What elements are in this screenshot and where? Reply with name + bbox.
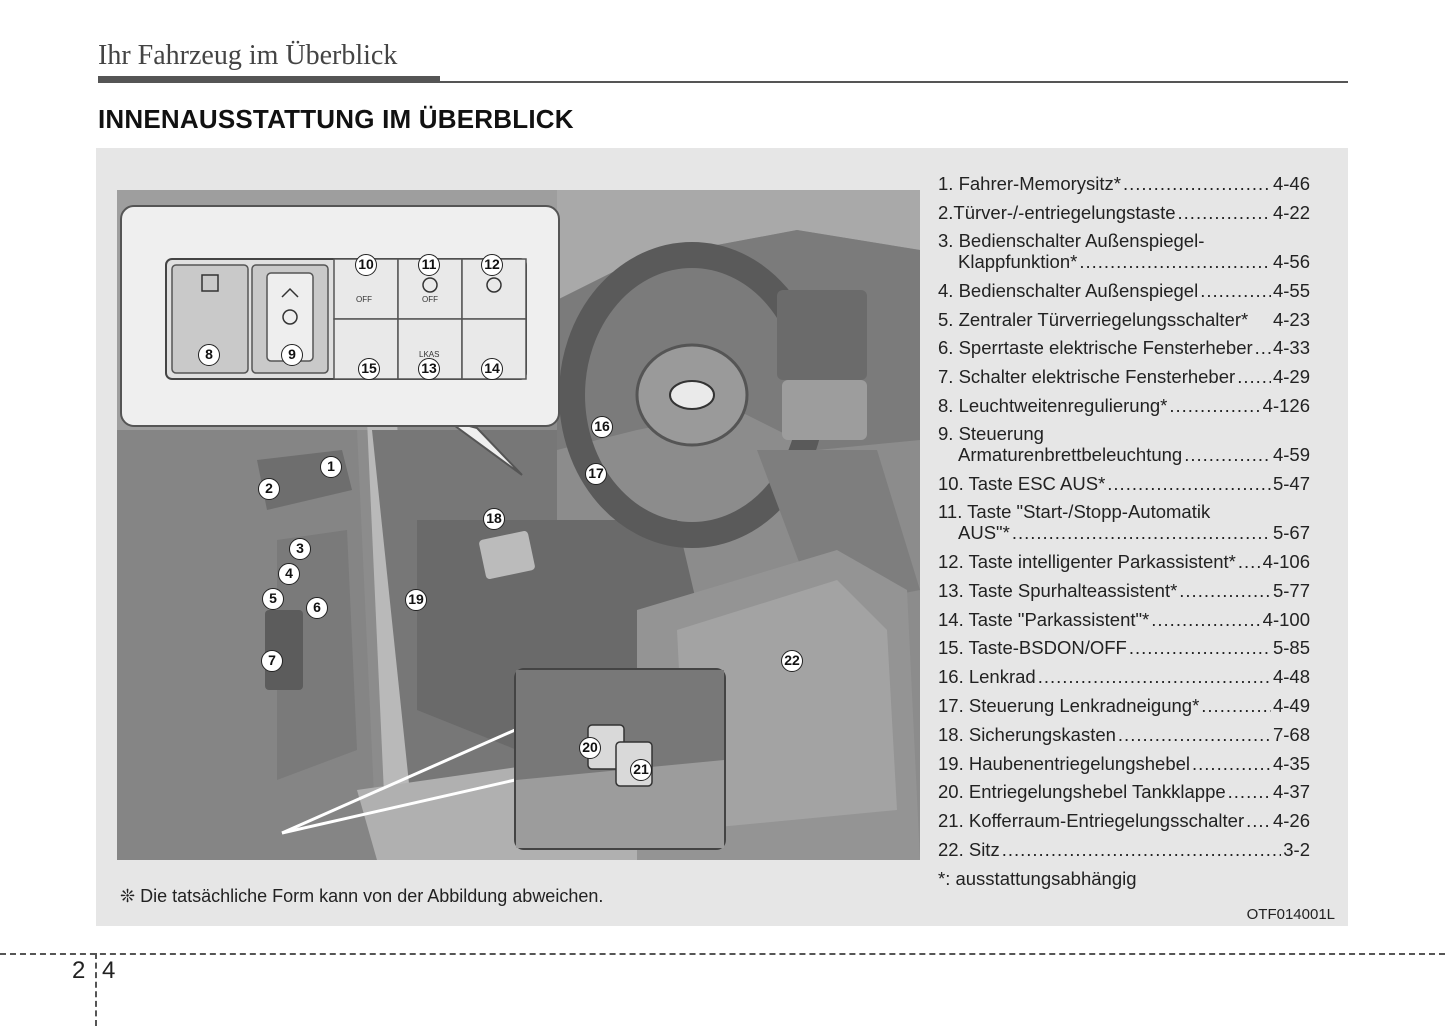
illustration-note: ❊ Die tatsächliche Form kann von der Abb… (120, 886, 604, 906)
header-title: Ihr Fahrzeug im Überblick (98, 40, 398, 71)
figure-code: OTF014001L (1246, 906, 1335, 923)
switch-panel-drawing (165, 258, 527, 380)
marker-4: 4 (278, 563, 300, 585)
list-item: 18. Sicherungskasten7-68 (938, 721, 1310, 750)
marker-13: 13 (418, 358, 440, 380)
list-item: 2.Türver-/-entriegelungstaste4-22 (938, 199, 1310, 228)
marker-8: 8 (198, 344, 220, 366)
marker-3: 3 (289, 538, 311, 560)
release-levers-drawing (516, 670, 724, 848)
list-item: 7. Schalter elektrische Fensterheber4-29 (938, 363, 1310, 392)
list-item: 1. Fahrer-Memorysitz*4-46 (938, 170, 1310, 199)
list-item-continued: Armaturenbrettbeleuchtung4-59 (938, 444, 1310, 466)
page-number: 4 (102, 957, 116, 984)
list-item: 21. Kofferraum-Entriegelungsschalter4-26 (938, 807, 1310, 836)
list-item: 9. Steuerung (938, 422, 1044, 444)
list-item: 8. Leuchtweitenregulierung*4-126 (938, 392, 1310, 421)
list-item: 3. Bedienschalter Außenspiegel- (938, 229, 1205, 251)
header-accent-bar (98, 76, 440, 83)
list-item: 4. Bedienschalter Außenspiegel4-55 (938, 277, 1310, 306)
marker-10: 10 (355, 254, 377, 276)
fuel-trunk-release-callout (514, 668, 726, 850)
footnote: *: ausstattungsabhängig (938, 867, 1137, 889)
marker-16: 16 (591, 416, 613, 438)
marker-21: 21 (630, 759, 652, 781)
lkas-label: LKAS (419, 350, 440, 359)
marker-19: 19 (405, 589, 427, 611)
list-item: 22. Sitz3-2 (938, 836, 1310, 865)
marker-6: 6 (306, 597, 328, 619)
list-item: 17. Steuerung Lenkradneigung*4-49 (938, 692, 1310, 721)
section-title: INNENAUSSTATTUNG IM ÜBERBLICK (98, 104, 574, 134)
list-item-continued: AUS"*5-67 (938, 522, 1310, 544)
list-item-continued: Klappfunktion*4-56 (938, 251, 1310, 273)
marker-18: 18 (483, 508, 505, 530)
list-item: 16. Lenkrad4-48 (938, 663, 1310, 692)
marker-22: 22 (781, 650, 803, 672)
esc-off-label: OFF (356, 295, 372, 304)
marker-1: 1 (320, 456, 342, 478)
list-item: 19. Haubenentriegelungshebel4-35 (938, 750, 1310, 779)
component-list: 1. Fahrer-Memorysitz*4-46 2.Türver-/-ent… (938, 170, 1310, 894)
list-item: 15. Taste-BSDON/OFF5-85 (938, 634, 1310, 663)
list-item: 11. Taste "Start-/Stopp-Automatik (938, 500, 1211, 522)
list-item: 6. Sperrtaste elektrische Fensterheber4-… (938, 334, 1310, 363)
footer-rule (0, 953, 1445, 955)
list-item: 12. Taste intelligenter Parkassistent*4-… (938, 548, 1310, 577)
isg-off-label: OFF (422, 295, 438, 304)
marker-9: 9 (281, 344, 303, 366)
list-item: 20. Entriegelungshebel Tankklappe4-37 (938, 778, 1310, 807)
marker-11: 11 (418, 254, 440, 276)
list-item: 5. Zentraler Türverriegelungsschalter*4-… (938, 308, 1310, 330)
marker-15: 15 (358, 358, 380, 380)
marker-17: 17 (585, 463, 607, 485)
marker-12: 12 (481, 254, 503, 276)
marker-20: 20 (579, 737, 601, 759)
marker-7: 7 (261, 650, 283, 672)
list-item: 10. Taste ESC AUS*5-47 (938, 470, 1310, 499)
marker-5: 5 (262, 588, 284, 610)
marker-14: 14 (481, 358, 503, 380)
footer-divider (95, 953, 97, 1026)
switch-panel-callout: OFF OFF LKAS (120, 205, 560, 427)
header-rule (98, 81, 1348, 83)
chapter-number: 2 (72, 957, 86, 984)
marker-2: 2 (258, 478, 280, 500)
list-item: 13. Taste Spurhalteassistent*5-77 (938, 577, 1310, 606)
list-item: 14. Taste "Parkassistent"*4-100 (938, 606, 1310, 635)
